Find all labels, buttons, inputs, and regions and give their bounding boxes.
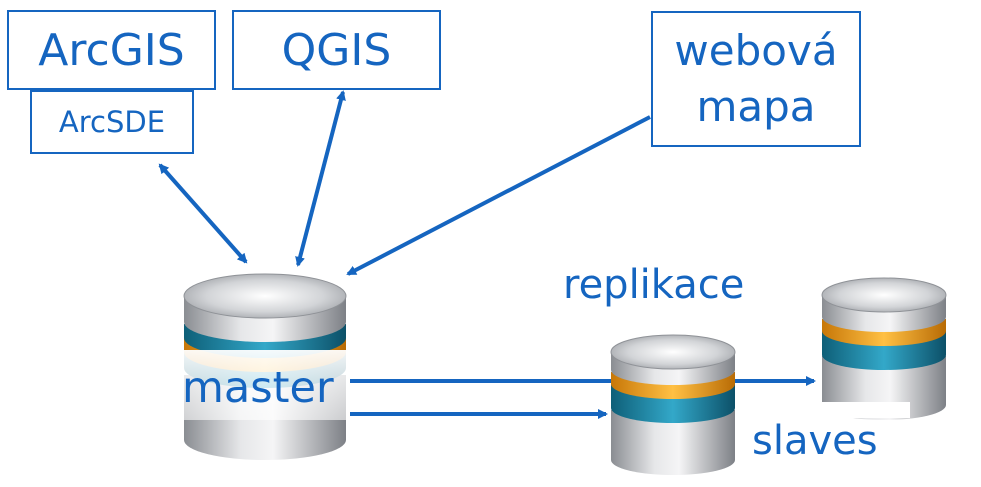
qgis-label: QGIS <box>281 24 392 76</box>
arrow-arcsde-master <box>158 163 248 264</box>
arrow-webmap-master <box>346 115 651 276</box>
webmap-label-line1: webová <box>674 26 838 75</box>
master-label: master <box>182 363 334 413</box>
webmap-label-line2: mapa <box>696 82 816 131</box>
arcsde-box: ArcSDE <box>30 90 194 154</box>
arcgis-label: ArcGIS <box>38 24 185 76</box>
database-slave-icon <box>610 334 736 475</box>
arcsde-label: ArcSDE <box>58 105 166 139</box>
database-master-icon <box>183 273 347 460</box>
arcgis-box: ArcGIS <box>7 10 216 90</box>
database-slave-icon <box>821 277 947 420</box>
slaves-label: slaves <box>752 418 878 464</box>
replication-label: replikace <box>563 262 745 308</box>
arrow-qgis-master <box>295 90 346 267</box>
webmap-box: webová mapa <box>651 11 861 147</box>
qgis-box: QGIS <box>232 10 441 90</box>
